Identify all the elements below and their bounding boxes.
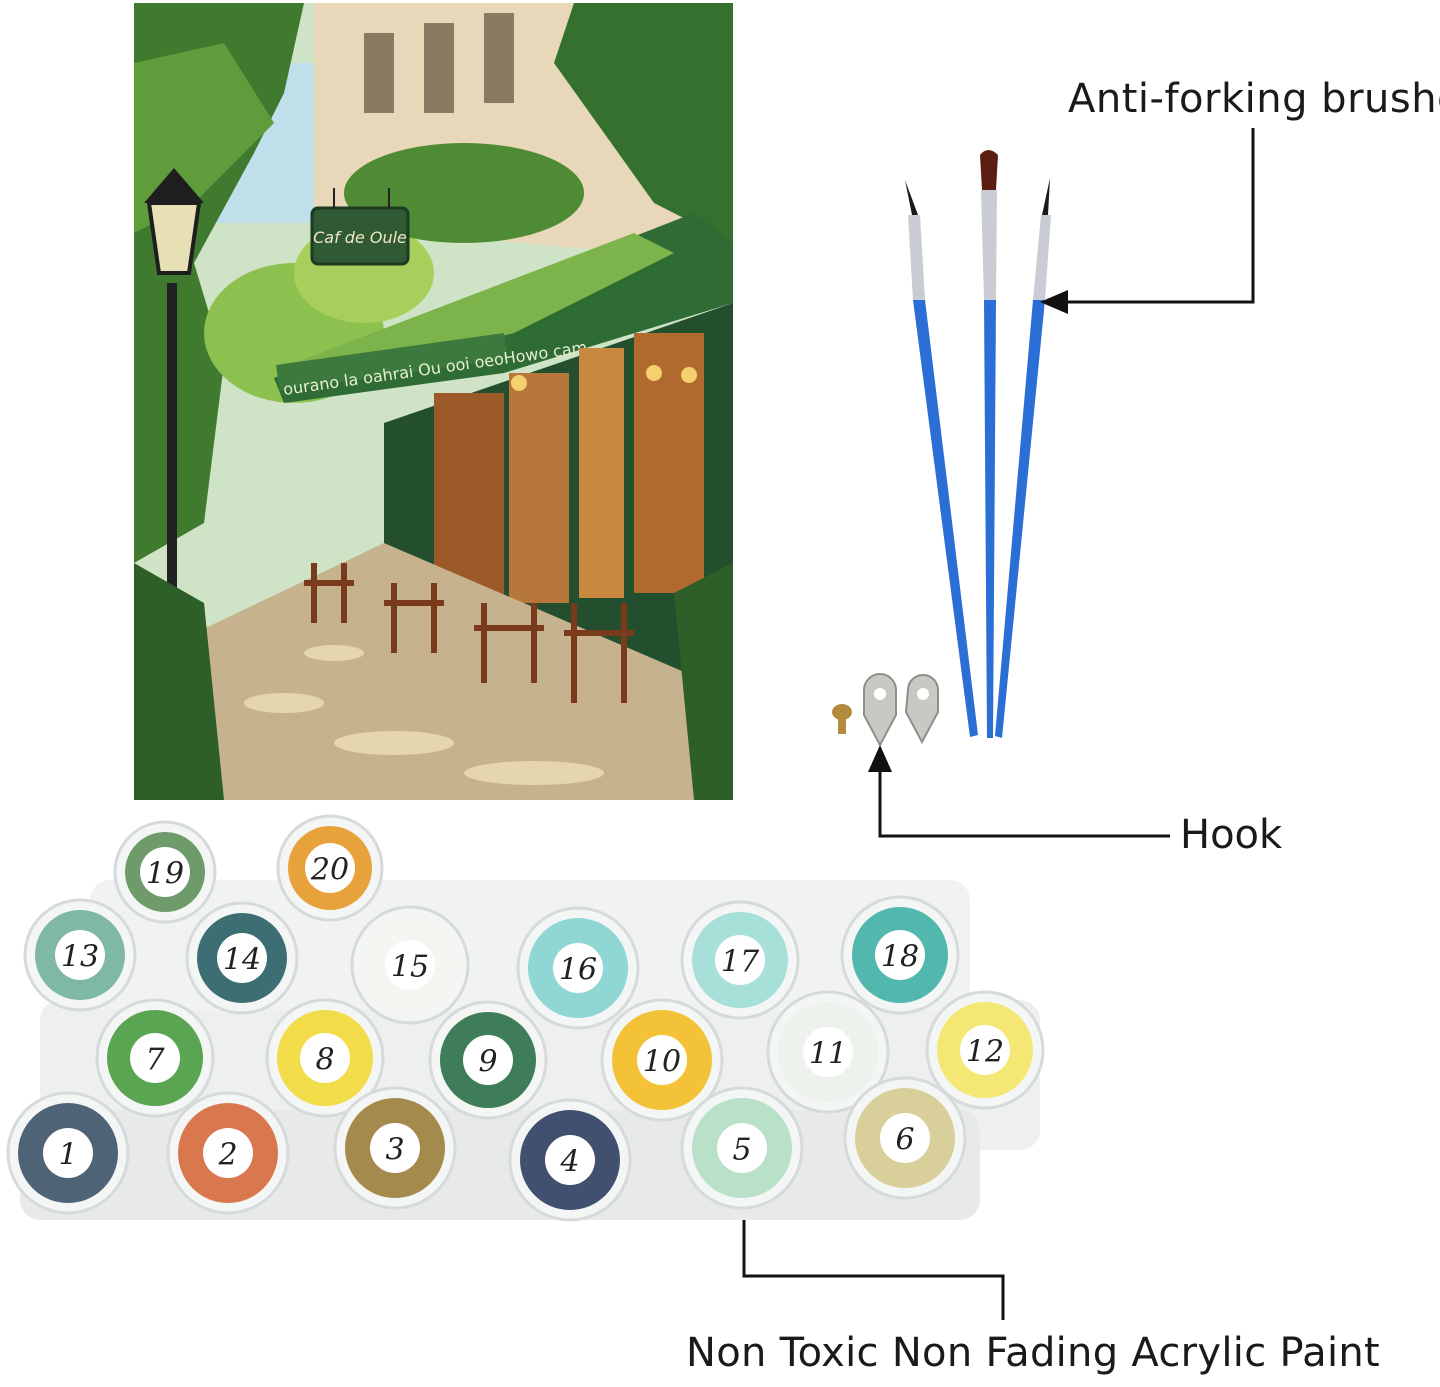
- paint-pot-10: 10: [600, 998, 724, 1122]
- paint-pot-9: 9: [428, 1000, 548, 1120]
- paint-pot-number: 15: [391, 950, 429, 985]
- paint-pot-number: 5: [732, 1133, 751, 1168]
- paint-pot-number: 18: [881, 940, 919, 975]
- paint-pot-11: 11: [766, 990, 890, 1114]
- hook-pointer: [878, 770, 1170, 838]
- paint-pot-number: 8: [315, 1043, 334, 1078]
- paint-pot-number: 17: [721, 945, 760, 980]
- paint-pot-14: 14: [185, 901, 299, 1015]
- paint-pot-20: 20: [276, 814, 384, 922]
- paint-pot-12: 12: [925, 990, 1045, 1110]
- paint-label: Non Toxic Non Fading Acrylic Paint: [686, 1330, 1380, 1376]
- paint-pot-number: 7: [145, 1043, 165, 1078]
- paint-pot-number: 13: [61, 940, 99, 975]
- brush-right: [995, 178, 1051, 738]
- paint-pot-number: 6: [895, 1123, 914, 1158]
- paint-pot-19: 19: [113, 820, 217, 924]
- paint-pot-number: 12: [966, 1035, 1004, 1070]
- paint-pot-number: 2: [217, 1138, 237, 1173]
- paint-pot-3: 3: [333, 1086, 457, 1210]
- brush-middle: [980, 150, 998, 738]
- paint-pot-number: 20: [310, 853, 349, 888]
- paint-pot-1: 1: [6, 1091, 130, 1215]
- paint-pot-7: 7: [95, 998, 215, 1118]
- paint-pot-number: 11: [809, 1037, 847, 1072]
- hook-hardware: [832, 673, 939, 748]
- paint-pot-18: 18: [840, 895, 960, 1015]
- paint-pot-13: 13: [23, 898, 137, 1012]
- paint-pot-2: 2: [166, 1091, 290, 1215]
- paint-pot-number: 4: [559, 1145, 579, 1180]
- paint-pot-number: 1: [58, 1138, 77, 1173]
- brush-left: [905, 180, 978, 737]
- paint-pot-number: 16: [559, 953, 597, 988]
- paint-pot-15: 15: [350, 905, 470, 1025]
- paint-pot-5: 5: [680, 1086, 804, 1210]
- cafe-painting-art: ourano la oahrai Ou ooi oeoHowo cam Caf …: [134, 3, 733, 800]
- paint-pot-number: 9: [478, 1045, 497, 1080]
- brushes-pointer: [1062, 128, 1255, 304]
- brushes-label: Anti-forking brushes: [1068, 76, 1440, 122]
- paint-pot-4: 4: [508, 1098, 632, 1222]
- cafe-sign-text: Caf de Oule: [313, 228, 407, 247]
- cafe-painting: ourano la oahrai Ou ooi oeoHowo cam Caf …: [134, 3, 733, 800]
- hook-arrowhead: [868, 745, 892, 772]
- paint-pot-8: 8: [265, 998, 385, 1118]
- paint-pot-number: 19: [146, 857, 184, 892]
- paint-pot-16: 16: [516, 906, 640, 1030]
- paint-pot-number: 3: [385, 1133, 404, 1168]
- hook-label: Hook: [1180, 812, 1283, 858]
- paint-pot-6: 6: [843, 1076, 967, 1200]
- brushes-arrowhead: [1040, 290, 1068, 314]
- paint-pot-17: 17: [680, 900, 800, 1020]
- paint-pot-number: 10: [643, 1045, 681, 1080]
- paint-pot-number: 14: [223, 943, 261, 978]
